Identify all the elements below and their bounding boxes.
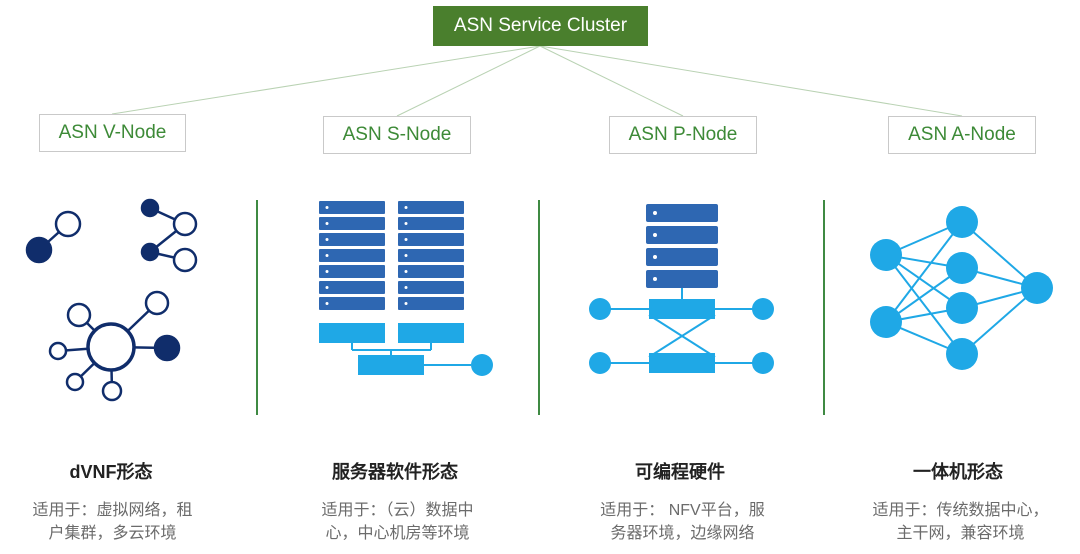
- s-node-title: 服务器软件形态: [332, 462, 458, 482]
- a-node-box: ASN A-Node: [888, 116, 1036, 154]
- a-node-desc-line-1: 适用于：传统数据中心，: [872, 502, 1049, 519]
- p-node-label: ASN P-Node: [628, 124, 738, 145]
- v-node-label: ASN V-Node: [58, 122, 167, 143]
- v-node-desc-line-2: 户集群，多云环境: [48, 525, 177, 542]
- v-node-title: dVNF形态: [69, 462, 153, 482]
- a-node-title: 一体机形态: [913, 462, 1003, 482]
- p-node-desc-line-2: 务器环境，边缘网络: [610, 525, 755, 542]
- column-divider: [256, 200, 258, 415]
- p-node-box: ASN P-Node: [609, 116, 757, 154]
- service-cluster-label: ASN Service Cluster: [453, 15, 628, 36]
- v-node-box: ASN V-Node: [39, 114, 186, 152]
- neural-network-icon: [870, 206, 1053, 370]
- v-node-desc-line-1: 适用于：虚拟网络，租: [32, 502, 193, 519]
- v-node-description: 适用于：虚拟网络，租 户集群，多云环境: [5, 499, 220, 545]
- s-node-box: ASN S-Node: [323, 116, 471, 154]
- p-node-title: 可编程硬件: [635, 462, 725, 482]
- p-node-desc-line-1: 适用于： NFV平台，服: [600, 502, 765, 519]
- service-cluster-box: ASN Service Cluster: [433, 6, 648, 46]
- s-node-desc-line-2: 心，中心机房等环境: [325, 525, 470, 542]
- s-node-description: 适用于：（云）数据中 心，中心机房等环境: [290, 499, 505, 545]
- s-node-label: ASN S-Node: [342, 124, 452, 145]
- a-node-label: ASN A-Node: [908, 124, 1016, 145]
- programmable-hardware-icon: [589, 204, 774, 374]
- a-node-description: 适用于：传统数据中心， 主干网，兼容环境: [848, 499, 1073, 545]
- p-node-description: 适用于： NFV平台，服 务器环境，边缘网络: [575, 499, 790, 545]
- a-node-desc-line-2: 主干网，兼容环境: [896, 525, 1025, 542]
- s-node-desc-line-1: 适用于：（云）数据中: [321, 502, 474, 519]
- column-divider: [823, 200, 825, 415]
- server-rack-icon: [319, 201, 493, 376]
- vnf-network-icon: [25, 198, 198, 402]
- column-divider: [538, 200, 540, 415]
